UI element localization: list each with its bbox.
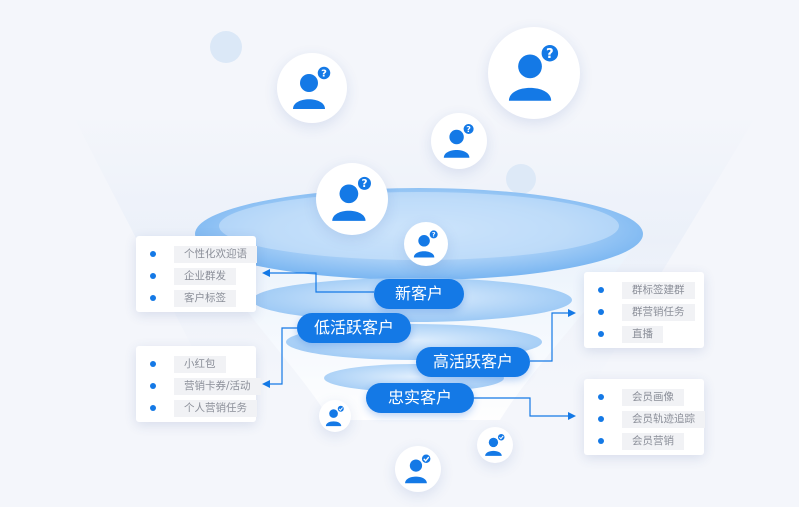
card-row: 企业群发: [150, 265, 246, 287]
card-row: 小红包: [150, 353, 246, 375]
card-row: 群标签建群: [598, 279, 695, 301]
unknown-customer-avatar: ?: [404, 222, 448, 266]
person-check-icon: [325, 405, 345, 427]
arrow-head: [262, 269, 270, 277]
card-row: 群营销任务: [598, 301, 695, 323]
bullet-dot: [598, 287, 604, 293]
bullet-dot: [598, 331, 604, 337]
person-question-icon: ?: [443, 122, 475, 158]
action-tag: 小红包: [174, 355, 226, 373]
unknown-customer-avatar: ?: [488, 27, 580, 119]
action-tag: 会员轨迹追踪: [622, 410, 705, 428]
svg-text:?: ?: [466, 125, 471, 134]
action-tag: 会员画像: [622, 388, 684, 406]
stage-loyal-customer: 忠实客户: [366, 383, 474, 413]
arrow-head: [262, 380, 270, 388]
loyal-customer-avatar: [477, 427, 513, 463]
bullet-dot: [150, 383, 156, 389]
action-tag: 群标签建群: [622, 281, 695, 299]
action-tag: 群营销任务: [622, 303, 695, 321]
card-row: 营销卡券/活动: [150, 375, 261, 397]
bullet-dot: [150, 273, 156, 279]
decor-bubble: [506, 164, 536, 194]
bullet-dot: [150, 361, 156, 367]
action-tag: 个人营销任务: [174, 399, 257, 417]
person-question-icon: ?: [508, 42, 561, 101]
action-tag: 营销卡券/活动: [174, 377, 261, 395]
card-low-active-actions: 小红包 营销卡券/活动 个人营销任务: [136, 346, 261, 422]
decor-bubble: [210, 31, 242, 63]
loyal-customer-avatar: [395, 446, 441, 492]
bullet-dot: [150, 405, 156, 411]
connector-high-active: [530, 312, 572, 362]
bullet-dot: [598, 394, 604, 400]
unknown-customer-avatar: ?: [277, 53, 347, 123]
person-check-icon: [405, 453, 432, 484]
card-row: 个人营销任务: [150, 397, 257, 419]
stage-new-customer: 新客户: [374, 279, 464, 309]
action-tag: 直播: [622, 325, 663, 343]
unknown-customer-avatar: ?: [431, 113, 487, 169]
loyal-customer-avatar: [319, 400, 351, 432]
action-tag: 会员营销: [622, 432, 684, 450]
card-loyal-actions: 会员画像 会员轨迹追踪 会员营销: [584, 379, 705, 455]
person-question-icon: ?: [293, 65, 332, 109]
card-row: 会员画像: [598, 386, 694, 408]
card-row: 直播: [598, 323, 694, 345]
connector-low-active: [266, 327, 297, 385]
bullet-dot: [598, 309, 604, 315]
svg-text:?: ?: [432, 231, 436, 239]
action-tag: 个性化欢迎语: [174, 245, 257, 263]
arrow-head: [568, 309, 576, 317]
card-row: 客户标签: [150, 287, 246, 309]
card-row: 个性化欢迎语: [150, 243, 257, 265]
svg-text:?: ?: [321, 69, 327, 80]
connector-loyal: [474, 397, 572, 417]
bullet-dot: [150, 251, 156, 257]
connector-new: [266, 272, 374, 293]
action-tag: 客户标签: [174, 289, 236, 307]
card-high-active-actions: 群标签建群 群营销任务 直播: [584, 272, 704, 348]
svg-text:?: ?: [361, 178, 367, 190]
bullet-dot: [150, 295, 156, 301]
stage-low-active-customer: 低活跃客户: [297, 313, 411, 343]
person-check-icon: [485, 433, 506, 456]
card-row: 会员营销: [598, 430, 694, 452]
person-question-icon: ?: [413, 229, 439, 258]
bullet-dot: [598, 416, 604, 422]
bullet-dot: [598, 438, 604, 444]
action-tag: 企业群发: [174, 267, 236, 285]
person-question-icon: ?: [332, 175, 373, 221]
card-row: 会员轨迹追踪: [598, 408, 705, 430]
stage-high-active-customer: 高活跃客户: [416, 347, 530, 377]
svg-text:?: ?: [546, 47, 554, 62]
unknown-customer-avatar: ?: [316, 163, 388, 235]
card-new-customer-actions: 个性化欢迎语 企业群发 客户标签: [136, 236, 257, 312]
arrow-head: [568, 412, 576, 420]
